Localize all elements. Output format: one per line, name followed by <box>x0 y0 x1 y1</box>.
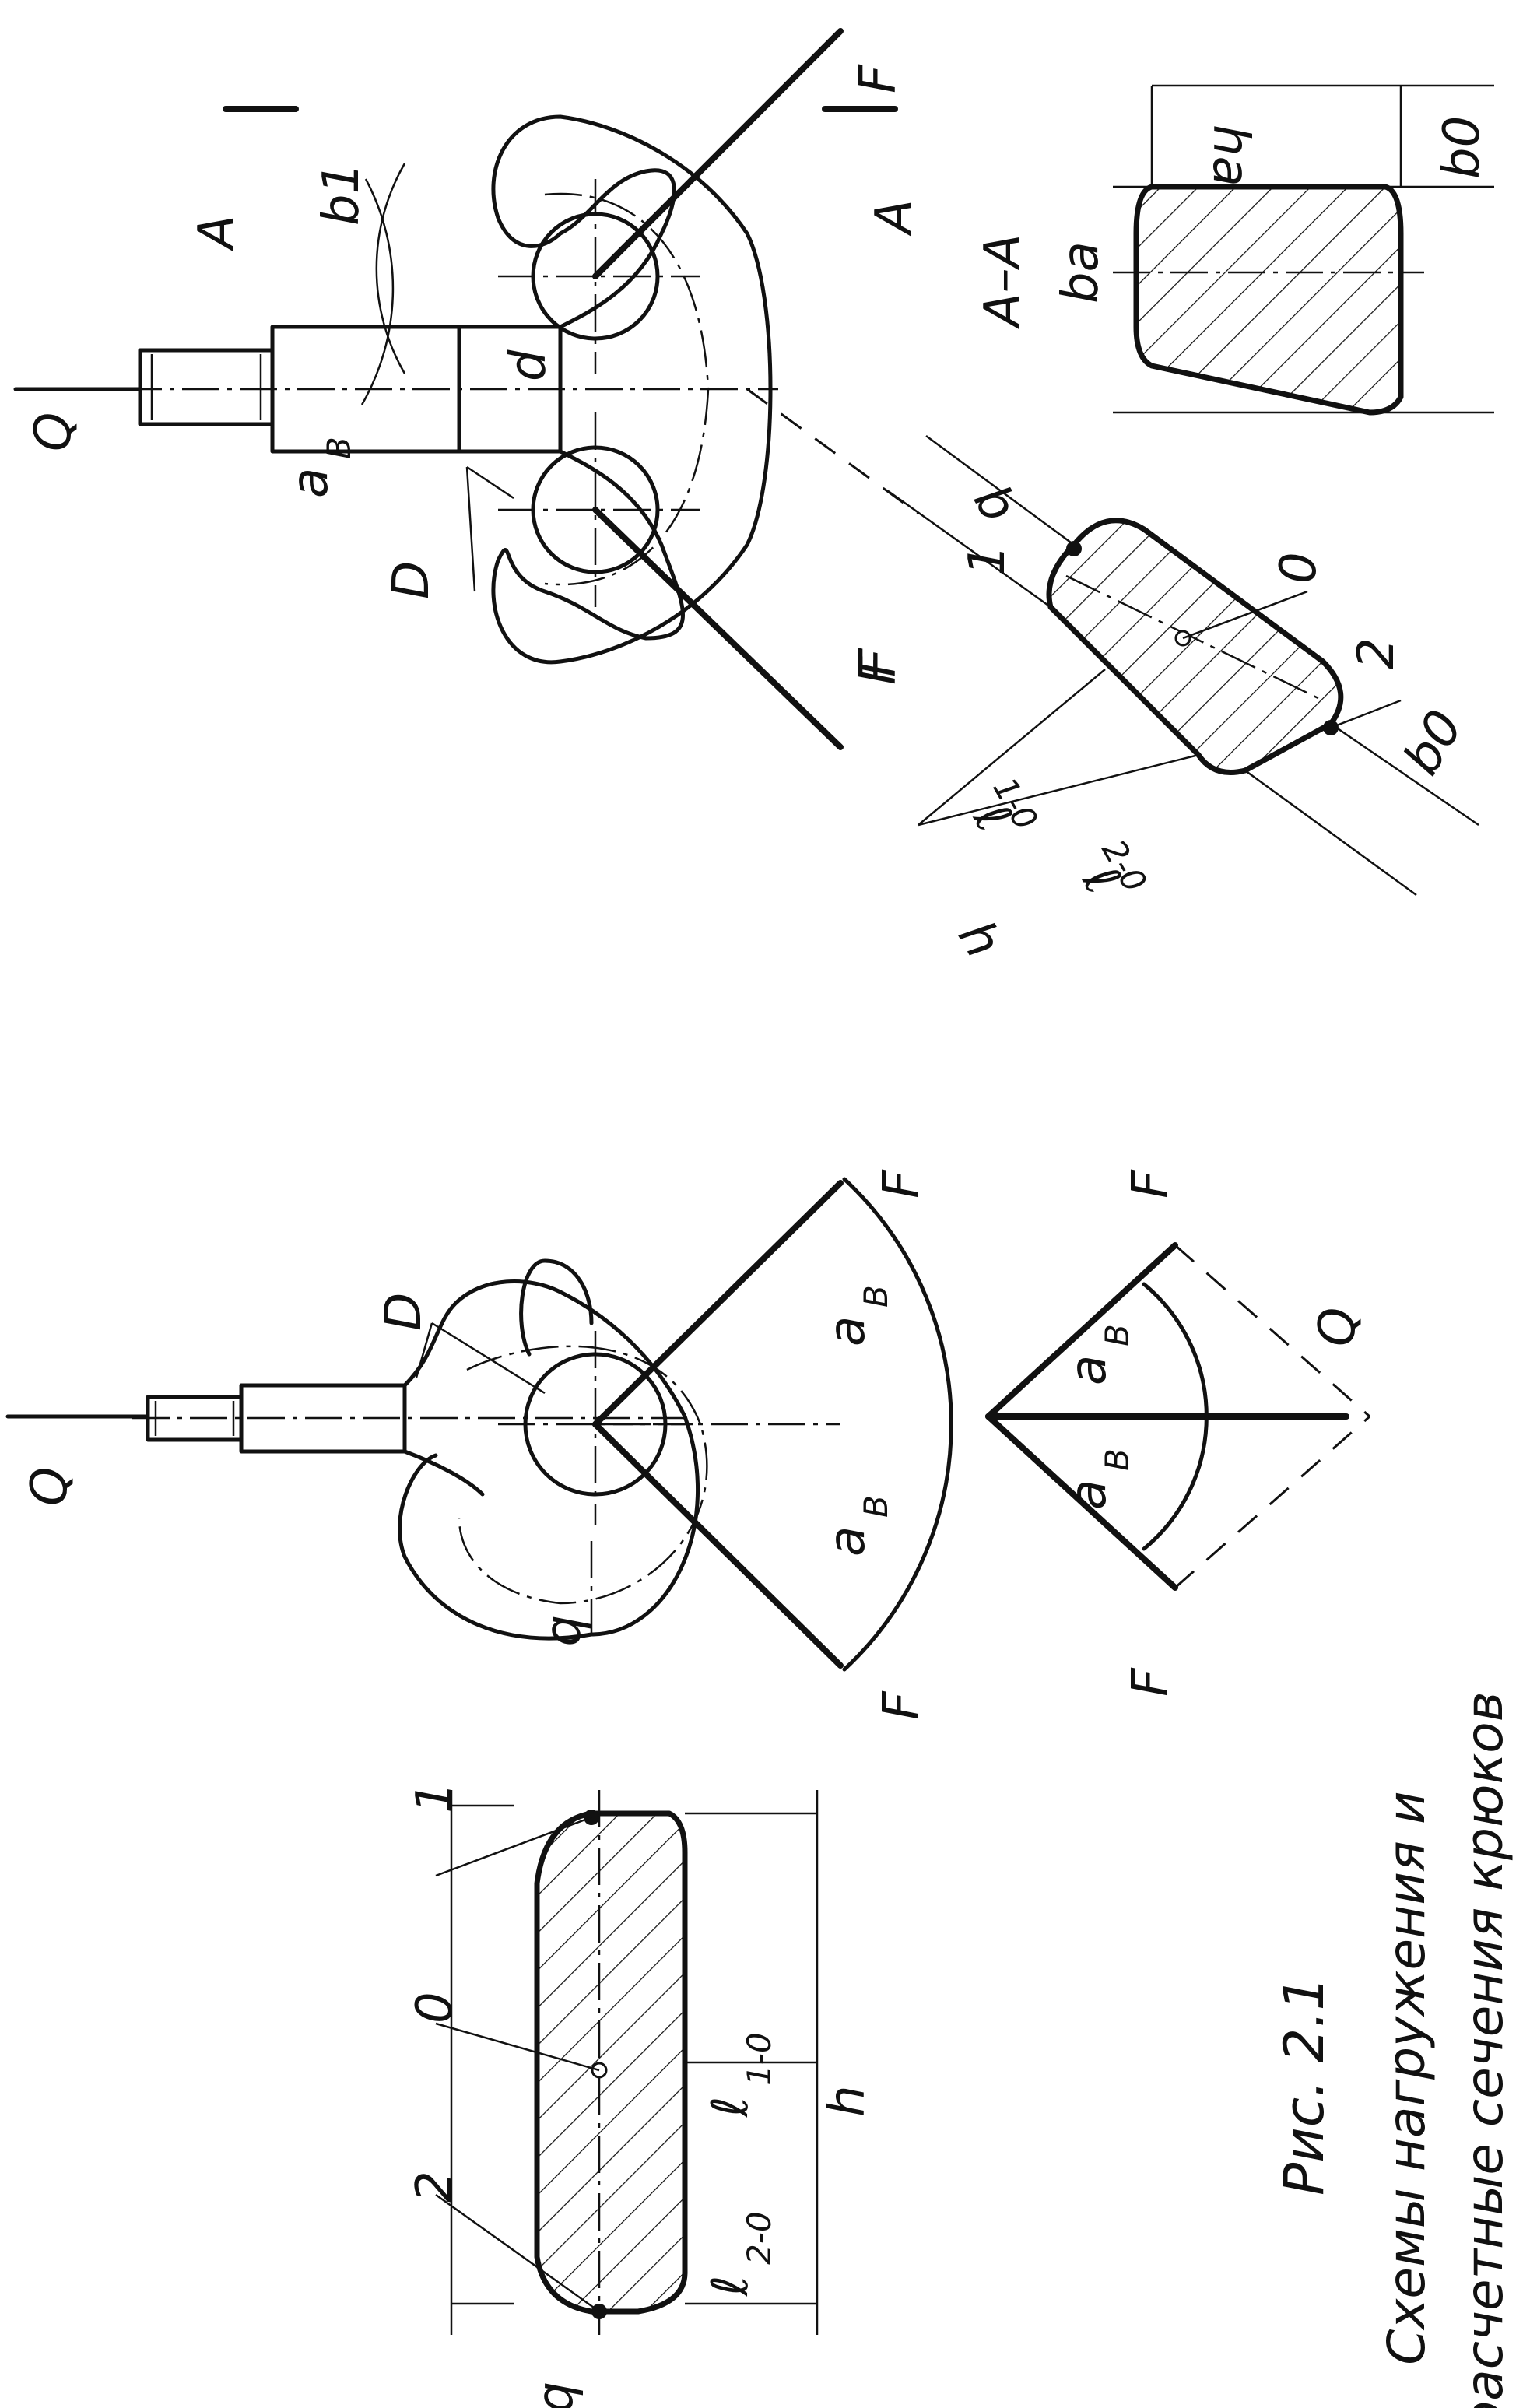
label-l20-left: ℓ <box>702 2276 760 2297</box>
label-q-triangle: Q <box>1309 1308 1367 1346</box>
label-point-2-left: 2 <box>406 2171 464 2203</box>
label-alpha-sub-1: B <box>857 1285 895 1308</box>
label-point-1-inclined: 1 <box>959 544 1016 576</box>
label-h-inclined: h <box>946 911 1012 967</box>
double-hook-thread <box>138 348 275 426</box>
hook-tip <box>519 1258 594 1357</box>
label-b-inclined: b <box>962 476 1027 532</box>
label-a-bottom: A <box>865 199 923 237</box>
label-alpha-1: a <box>819 1316 876 1346</box>
label-section-aa: A–A <box>974 233 1032 330</box>
double-force-lower <box>592 507 844 750</box>
label-d-throat: D <box>375 1293 433 1331</box>
label-point-0-left: 0 <box>406 1992 464 2024</box>
label-b0-aa: b0 <box>1433 116 1491 179</box>
double-hook-drawing: Q A A F F b1 d D a B <box>13 28 923 750</box>
hook-shank <box>239 1383 407 1454</box>
label-b0-left: b0 <box>532 2382 590 2408</box>
label-f-triangle-upper: F <box>1122 1169 1180 1199</box>
label-d-shank: d <box>500 349 557 381</box>
label-ha: ha <box>1202 125 1259 187</box>
label-l20-sub-left: 2-0 <box>740 2211 778 2265</box>
label-f-triangle-lower: F <box>1122 1667 1180 1697</box>
label-alpha-3: a <box>1060 1355 1118 1385</box>
label-alpha-sub-3: B <box>1098 1324 1136 1346</box>
label-a-top: A <box>188 215 246 252</box>
label-point-1-left: 1 <box>406 1781 464 1813</box>
label-f-upper: F <box>873 1169 931 1199</box>
label-alpha-sub-double: B <box>320 437 358 459</box>
label-alpha-double: a <box>282 468 339 498</box>
figure-caption-line2: расчетные сечения крюков <box>1455 1691 1514 2408</box>
force-line-upper <box>592 1180 844 1427</box>
label-f-lower: F <box>873 1690 931 1720</box>
label-b1-double: b1 <box>313 163 370 226</box>
label-l10-sub-left: 1-0 <box>740 2032 778 2086</box>
label-q-double: Q <box>25 412 82 451</box>
label-alpha-sub-2: B <box>857 1495 895 1518</box>
label-f-inclined: F <box>850 655 907 685</box>
angle-arc <box>842 1177 953 1672</box>
label-d-throat-double: D <box>383 561 440 599</box>
figure-number: Рис. 2.1 <box>1272 1976 1336 2196</box>
label-alpha-sub-4: B <box>1098 1448 1136 1471</box>
label-point-2-inclined: 2 <box>1348 637 1405 669</box>
figure-caption: Рис. 2.1 <box>1272 1976 1336 2196</box>
label-l10-left: ℓ <box>702 2097 760 2118</box>
hook-outer-contour <box>398 1279 700 1641</box>
figure-caption-line2-group: расчетные сечения крюков <box>1455 1691 1514 2408</box>
label-q-top: Q <box>21 1467 79 1506</box>
section-aa: A–A ba ha b0 <box>974 84 1494 416</box>
label-alpha-2: a <box>819 1526 876 1557</box>
section-trapezoid <box>534 1810 688 2315</box>
figure-caption-line1-group: Схемы нагружения и <box>1377 1791 1437 2365</box>
label-b0-inclined: b0 <box>1393 701 1475 785</box>
double-force-upper <box>592 28 844 279</box>
force-triangle-diagram: a B a B F F Q <box>985 1169 1370 1697</box>
double-hook-body <box>491 114 773 665</box>
label-alpha-4: a <box>1060 1480 1118 1510</box>
label-point-0-inclined: 0 <box>1270 552 1328 584</box>
single-hook-drawing: Q D F F a B a B <box>5 1169 953 1720</box>
label-h-left: h <box>819 2085 876 2117</box>
single-hook-section: 1 0 2 b h ℓ 1-0 ℓ 2-0 b0 <box>406 1615 876 2408</box>
label-b-left: b <box>540 1615 598 1647</box>
figure-caption-line1: Схемы нагружения и <box>1377 1791 1437 2365</box>
section-aa-shape <box>1133 184 1404 416</box>
label-f-double-upper: F <box>850 64 907 93</box>
label-f-double-lower: F <box>850 648 907 677</box>
label-ba: ba <box>1052 241 1110 304</box>
force-line-lower <box>592 1421 844 1669</box>
inclined-section: b 1 0 2 F b0 ℓ 1-0 ℓ 2-0 h <box>850 434 1479 967</box>
